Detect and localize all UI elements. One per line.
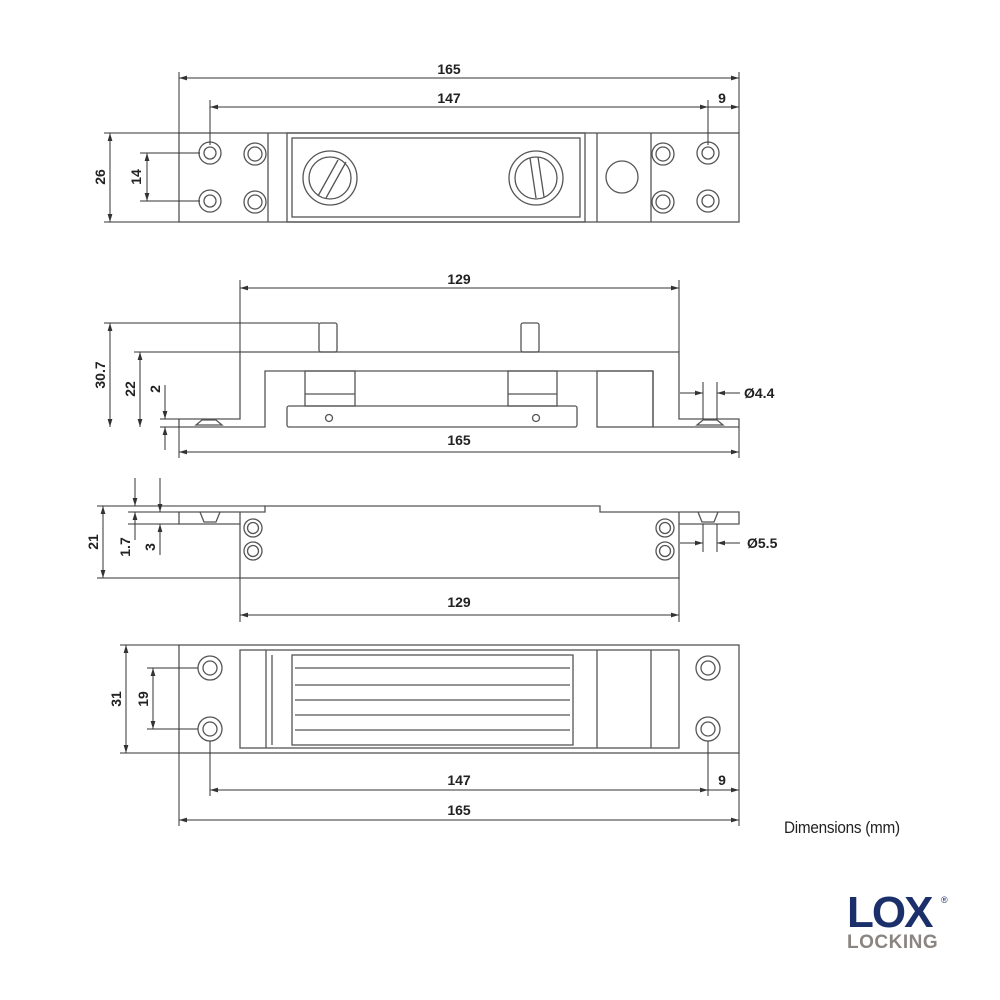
dim-147: 147 bbox=[447, 772, 471, 788]
dim-9: 9 bbox=[718, 90, 726, 106]
dim-129: 129 bbox=[447, 594, 471, 610]
top-view: 165 147 9 26 14 bbox=[92, 61, 740, 223]
dim-31: 31 bbox=[108, 691, 124, 707]
dim-21: 21 bbox=[85, 534, 101, 550]
logo-name: LOX bbox=[847, 888, 933, 937]
dim-3: 3 bbox=[142, 543, 158, 551]
dim-30-7: 30.7 bbox=[92, 361, 108, 388]
dim-165: 165 bbox=[437, 61, 461, 77]
dim-hole-4-4: Ø4.4 bbox=[744, 385, 775, 401]
bottom-view: 31 19 147 9 165 bbox=[108, 644, 740, 826]
dim-19: 19 bbox=[135, 691, 151, 707]
dim-147: 147 bbox=[437, 90, 461, 106]
front-view: 21 1.7 3 129 Ø5.5 bbox=[85, 478, 778, 622]
dim-9: 9 bbox=[718, 772, 726, 788]
dimensions-caption: Dimensions (mm) bbox=[784, 818, 900, 837]
dim-165: 165 bbox=[447, 432, 471, 448]
dim-22: 22 bbox=[122, 381, 138, 397]
dim-2: 2 bbox=[147, 385, 163, 393]
dim-165: 165 bbox=[447, 802, 471, 818]
dim-129: 129 bbox=[447, 271, 471, 287]
dim-1-7: 1.7 bbox=[117, 537, 133, 557]
logo-sub: LOCKING bbox=[847, 932, 939, 953]
side-view: 129 30.7 22 2 165 Ø4.4 bbox=[92, 271, 775, 458]
screw-icon bbox=[508, 150, 564, 206]
lox-logo: LOX ® LOCKING bbox=[847, 888, 948, 953]
dim-hole-5-5: Ø5.5 bbox=[747, 535, 778, 551]
dim-14: 14 bbox=[128, 169, 144, 185]
registered-mark: ® bbox=[941, 895, 948, 905]
screw-icon bbox=[302, 150, 358, 206]
dim-26: 26 bbox=[92, 169, 108, 185]
